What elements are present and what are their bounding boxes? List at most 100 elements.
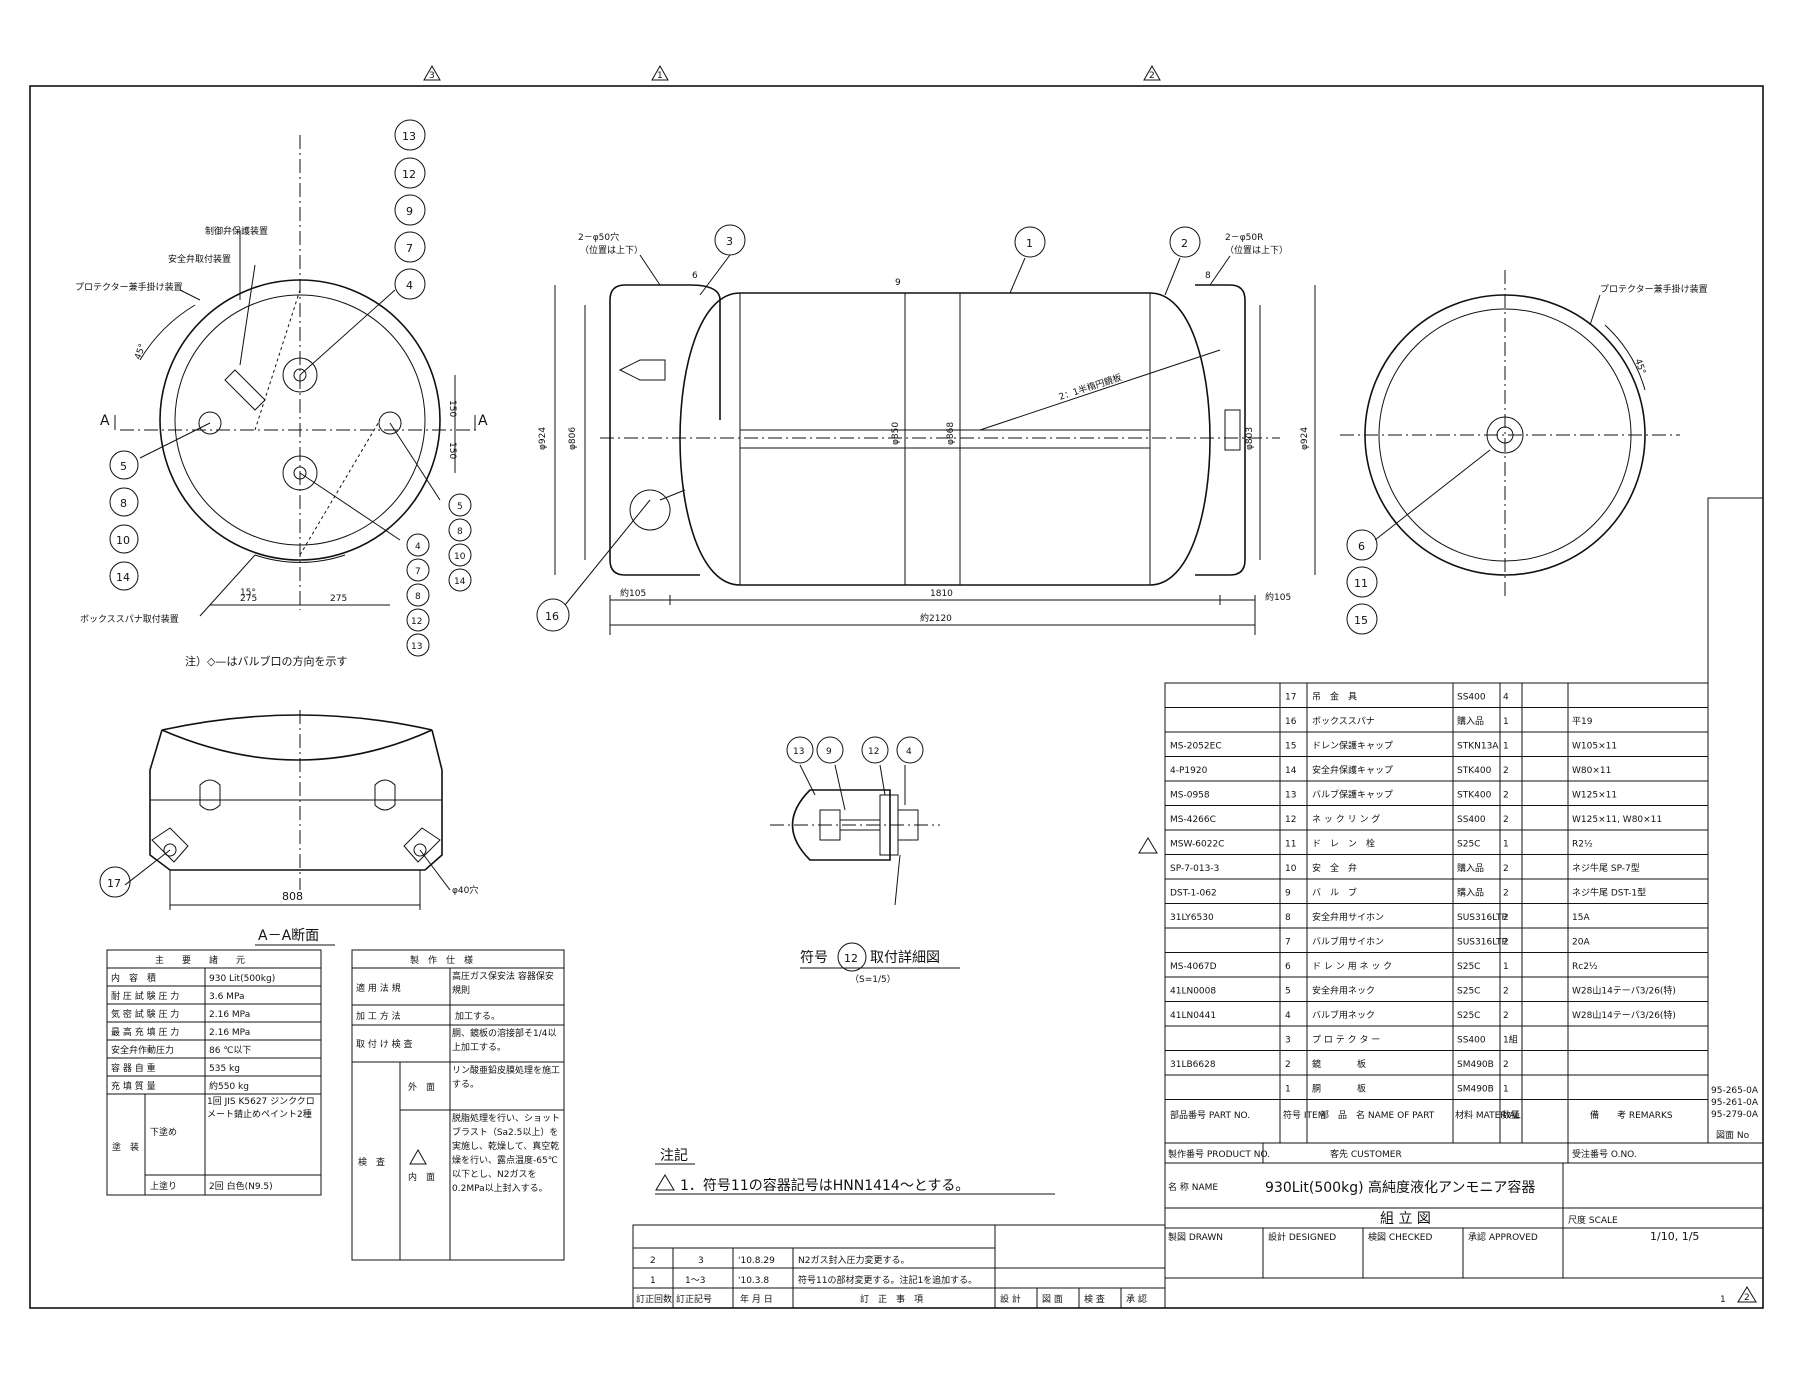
parts-row-11-col-0: MS-4067D	[1170, 962, 1217, 972]
tb-drawing-kind: 組 立 図	[1380, 1211, 1431, 1227]
callout-12b: 12	[411, 617, 422, 627]
mfg-inner-value-box: 脱脂処理を行い、ショットブラスト（Sa2.5以上）を実施し、乾燥して、真空乾燥を…	[452, 1114, 561, 1194]
detail-title-prefix: 符号	[800, 950, 828, 966]
parts-row-3-col-6: W80×11	[1572, 766, 1611, 776]
mfg-row-0-value-box: 高圧ガス保安法 容器保安規則	[452, 972, 554, 996]
parts-row-10-col-2: バルブ用サイホン	[1312, 936, 1384, 948]
mfg-row-1-label: 加 工 方 法	[356, 1010, 401, 1022]
parts-row-0-col-3: SS400	[1457, 693, 1486, 703]
parts-row-10-col-1: 7	[1285, 938, 1291, 948]
parts-row-8-col-2: バ ル ブ	[1312, 887, 1357, 899]
parts-row-4-col-6: W125×11	[1572, 791, 1617, 801]
left-view-callouts-right-a: 5 8 10 14	[448, 493, 472, 592]
spec-table: 主 要 諸 元 内 容 積 930 Lit(500kg) 耐 圧 試 験 圧 力…	[106, 949, 322, 1196]
parts-row-13-col-0: 41LN0441	[1170, 1011, 1216, 1021]
parts-row-8-col-6: ネジ牛尾 DST-1型	[1572, 887, 1646, 899]
callout-11: 11	[1354, 577, 1368, 590]
parts-row-2-col-2: ドレン保護キャップ	[1312, 740, 1393, 752]
revision-triangle-1: 1	[651, 64, 669, 81]
rev-row-1-count: 1	[650, 1276, 656, 1286]
right-angle-45: 45°	[1632, 358, 1647, 376]
section-title: A－A断面	[258, 928, 319, 944]
spec-row-0-value: 930 Lit(500kg)	[209, 974, 275, 984]
notes-block: 注記 1．符号11の容器記号はHNN1414～とする。	[655, 1147, 1055, 1195]
dim-150-top: 150	[447, 400, 457, 417]
revision-mark-1: 1	[657, 71, 663, 81]
mfg-outer-value-box: リン酸亜鉛皮膜処理を施工する。	[452, 1066, 560, 1090]
side-ref-header: 図面 No	[1716, 1130, 1750, 1141]
mfg-row-2-value: 胴、鏡板の溶接部そ1/4以上加工する。	[452, 1029, 557, 1053]
rev-row-0-desc: N2ガス封入圧力変更する。	[798, 1254, 909, 1266]
parts-row-6-col-1: 11	[1285, 840, 1296, 850]
angle-45-label: 45°	[133, 343, 148, 361]
parts-row-15-col-3: SM490B	[1457, 1060, 1494, 1070]
dim-275-left: 275	[240, 594, 257, 604]
parts-row-11-col-1: 6	[1285, 962, 1291, 972]
section-arrow-a-left: A	[100, 413, 110, 429]
spec-paint-under-value: 1回 JIS K5627 ジンククロメート錆止めペイント2種	[207, 1097, 315, 1120]
rev-row-0-mark: 3	[698, 1256, 704, 1266]
label-valve-protect: 制御弁保護装置	[205, 225, 268, 237]
spec-row-6-value: 約550 kg	[209, 1080, 249, 1092]
mfg-table: 製 作 仕 様 適 用 法 規 高圧ガス保安法 容器保安規則 加 工 方 法 加…	[351, 949, 565, 1261]
parts-row-16-col-4: 1	[1503, 1085, 1509, 1095]
dim-1810: 1810	[930, 589, 953, 599]
parts-row-12-col-1: 5	[1285, 987, 1291, 997]
callout-4: 4	[406, 279, 413, 292]
parts-row-7-col-4: 2	[1503, 864, 1509, 874]
parts-row-9-col-6: 15A	[1572, 913, 1590, 923]
section-hole-40: φ40穴	[452, 884, 478, 896]
left-view-callouts-right-b: 4 7 8 12 13	[406, 533, 430, 657]
mfg-inner-label: 内 面	[408, 1171, 435, 1183]
parts-row-1-col-6: 平19	[1572, 716, 1593, 727]
notes-title: 注記	[660, 1147, 688, 1164]
dim-phi868: φ868	[946, 422, 956, 445]
parts-h-item: 符号 ITEM	[1283, 1109, 1325, 1121]
parts-row-1-col-2: ボックススパナ	[1312, 716, 1375, 727]
tb-scale-value: 1/10, 1/5	[1650, 1230, 1699, 1243]
hole-left-sub: （位置は上下）	[580, 244, 643, 256]
parts-row-12-col-0: 41LN0008	[1170, 987, 1216, 997]
callout-4b: 4	[415, 542, 421, 552]
parts-row-8-col-4: 2	[1503, 889, 1509, 899]
dim-phi803: φ803	[1245, 427, 1255, 450]
mfg-inner-value: 脱脂処理を行い、ショットブラスト（Sa2.5以上）を実施し、乾燥して、真空乾燥を…	[452, 1114, 561, 1194]
spec-row-5-label: 容 器 自 重	[111, 1062, 156, 1074]
thk-right: 8	[1205, 271, 1211, 281]
angle-15-label: 15°	[240, 588, 256, 598]
detail-callout-4: 4	[906, 747, 912, 757]
dim-phi924-right: φ924	[1300, 427, 1310, 450]
parts-row-4-col-1: 13	[1285, 791, 1296, 801]
callout-2: 2	[1181, 237, 1188, 250]
parts-row-6-col-3: S25C	[1457, 840, 1480, 850]
parts-row-8-col-3: 購入品	[1457, 887, 1484, 899]
rev-h-design: 設 計	[1000, 1293, 1021, 1305]
parts-row-7-col-1: 10	[1285, 864, 1297, 874]
detail-scale: （S=1/5）	[850, 974, 896, 985]
parts-row-6-col-2: ド レ ン 栓	[1312, 838, 1375, 850]
parts-row-3-col-4: 2	[1503, 766, 1509, 776]
spec-row-5-value: 535 kg	[209, 1064, 240, 1074]
hole-left: 2－φ50穴	[578, 231, 619, 243]
title-block: 製作番号 PRODUCT NO. 客先 CUSTOMER 受注番号 O.NO. …	[1164, 1142, 1764, 1309]
tb-scale-label: 尺度 SCALE	[1568, 1214, 1618, 1226]
right-end-view: 45° プロテクター兼手掛け装置 6 11 15	[1340, 270, 1708, 635]
callout-15: 15	[1354, 614, 1368, 627]
parts-row-5-col-0: MS-4266C	[1170, 815, 1216, 825]
mfg-outer-label: 外 面	[408, 1081, 435, 1093]
detail-view-12: 13 9 12 4 符号 12 取付詳細図 （S=1/5）	[770, 736, 960, 985]
callout-5: 5	[120, 460, 127, 473]
parts-revision-triangle	[1138, 837, 1158, 854]
hole-right: 2－φ50R	[1225, 233, 1263, 243]
spec-row-4-value: 86 ℃以下	[209, 1046, 251, 1056]
note-triangle-1	[655, 1174, 675, 1191]
rev-h-approve: 承 認	[1126, 1293, 1147, 1305]
parts-row-10-col-4: 2	[1503, 938, 1509, 948]
parts-row-5-col-2: ネ ッ ク リ ン グ	[1312, 813, 1380, 825]
parts-row-5-col-4: 2	[1503, 815, 1509, 825]
parts-row-3-col-2: 安全弁保護キャップ	[1312, 764, 1393, 776]
detail-title-number: 12	[844, 952, 858, 965]
